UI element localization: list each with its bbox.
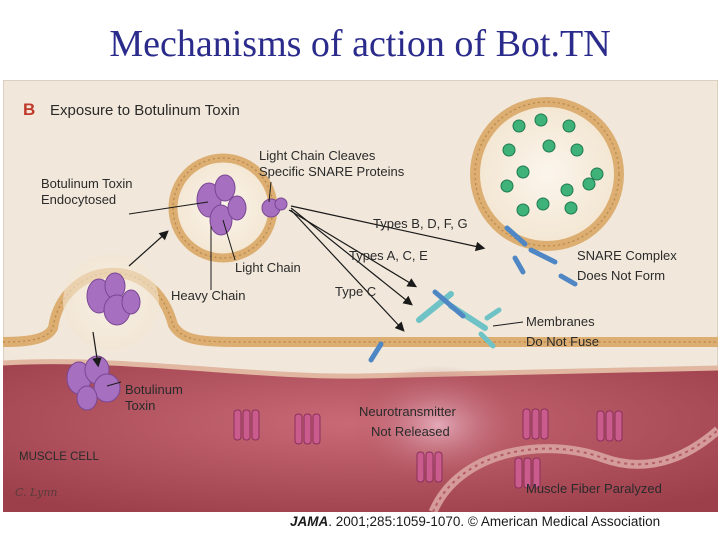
label-snare-line2: Does Not Form: [577, 268, 665, 283]
label-paralyzed: Muscle Fiber Paralyzed: [526, 481, 662, 496]
mechanism-figure: B Exposure to Botulinum Toxin Botulinum …: [3, 80, 718, 512]
label-type-c: Type C: [335, 284, 376, 299]
label-membranes-line2: Do Not Fuse: [526, 334, 599, 349]
panel-letter: B: [23, 100, 35, 119]
label-neurotransmitter-line1: Neurotransmitter: [359, 404, 456, 419]
label-snare-line1: SNARE Complex: [577, 248, 677, 263]
label-endocytosed-line2: Endocytosed: [41, 192, 116, 207]
label-membranes-line1: Membranes: [526, 314, 595, 329]
citation-journal: JAMA: [290, 514, 328, 529]
label-light-chain: Light Chain: [235, 260, 301, 275]
citation-rest: . 2001;285:1059-1070. © American Medical…: [328, 514, 660, 529]
label-types-bdfg: Types B, D, F, G: [373, 216, 468, 231]
label-toxin-line1: Botulinum: [125, 382, 183, 397]
illustrator-signature: C. Lynn: [15, 486, 58, 499]
label-types-ace: Types A, C, E: [349, 248, 428, 263]
label-endocytosed-line1: Botulinum Toxin: [41, 176, 133, 191]
label-toxin-line2: Toxin: [125, 398, 155, 413]
label-light-chain-cleaves-line1: Light Chain Cleaves: [259, 148, 376, 163]
label-muscle-cell: MUSCLE CELL: [19, 451, 99, 463]
label-neurotransmitter-line2: Not Released: [371, 424, 450, 439]
label-heavy-chain: Heavy Chain: [171, 288, 245, 303]
citation: JAMA. 2001;285:1059-1070. © American Med…: [290, 514, 660, 529]
figure-heading: Exposure to Botulinum Toxin: [50, 102, 240, 119]
slide-title: Mechanisms of action of Bot.TN: [0, 22, 720, 66]
label-light-chain-cleaves-line2: Specific SNARE Proteins: [259, 164, 405, 179]
